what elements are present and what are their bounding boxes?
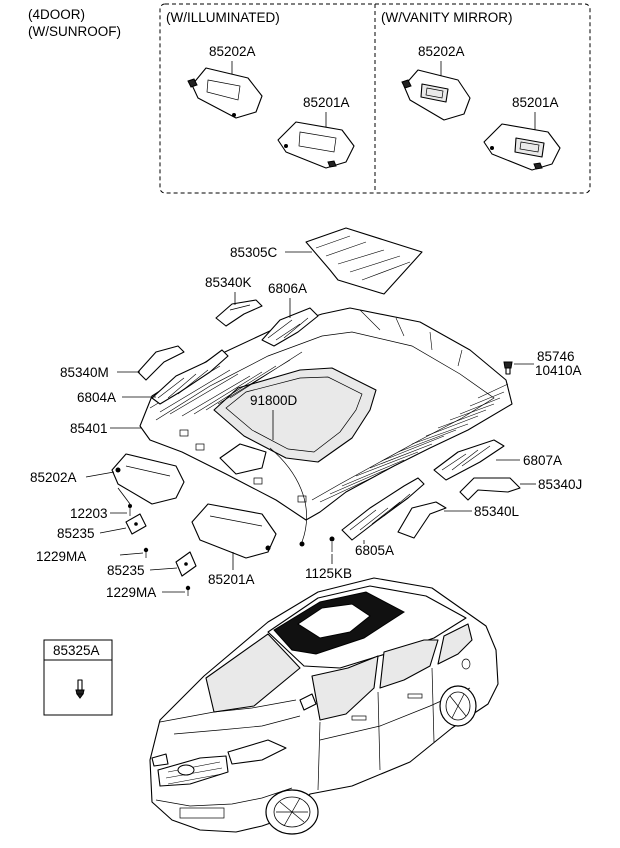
sun-visor-vanity-right (483, 123, 561, 171)
bracket-6805a (341, 477, 425, 541)
inset-box-85325a: 85325A (43, 639, 113, 716)
callout-85305c: 85305C (230, 245, 278, 260)
screw-12203 (128, 504, 132, 516)
header-door-note: (4DOOR) (28, 7, 85, 22)
callout-1125kb: 1125KB (305, 566, 352, 581)
sun-visor-illuminated-right (277, 121, 355, 169)
clip-85746 (503, 361, 513, 375)
assist-handle-85340j (459, 477, 521, 501)
callout-6806a: 6806A (268, 281, 307, 296)
sun-visor-vanity-left (401, 69, 471, 121)
bracket-6807a (433, 439, 505, 481)
callout-illum-85201a: 85201A (303, 95, 350, 110)
callout-85235-lower: 85235 (107, 563, 145, 578)
screw-1229ma-lower (185, 585, 191, 596)
assist-handle-85340m (137, 345, 185, 381)
sunroof-pad (305, 227, 423, 295)
inset-box-label: 85325A (53, 643, 100, 658)
car-illustration (149, 577, 499, 835)
callout-85340l: 85340L (474, 504, 520, 519)
option-illuminated: (W/ILLUMINATED) 85202A 85201A (166, 10, 355, 169)
bracket-6804a (151, 349, 229, 405)
callout-1229ma-upper: 1229MA (36, 549, 86, 564)
sun-visor-driver (111, 453, 185, 505)
callout-85340k: 85340K (205, 275, 252, 290)
assist-handle-85340k (215, 299, 263, 327)
callout-85401: 85401 (70, 421, 108, 436)
hook-85235-lower (175, 551, 197, 577)
bracket-6806a (261, 307, 319, 347)
option-illuminated-title: (W/ILLUMINATED) (166, 10, 280, 25)
assist-handle-85340l (397, 501, 447, 539)
callout-85202a: 85202A (30, 470, 77, 485)
option-vanity-mirror: (W/VANITY MIRROR) 85202A 85201A (381, 10, 561, 171)
callout-85235-upper: 85235 (57, 526, 95, 541)
option-vanity-title: (W/VANITY MIRROR) (381, 10, 513, 25)
sun-visor-passenger (191, 503, 277, 559)
option-box (159, 3, 591, 194)
callout-vanity-85201a: 85201A (512, 95, 559, 110)
sun-visor-illuminated-left (187, 67, 263, 119)
callout-6807a: 6807A (523, 453, 562, 468)
callout-vanity-85202a: 85202A (418, 44, 465, 59)
callout-1229ma-lower: 1229MA (106, 585, 156, 600)
callout-12203: 12203 (70, 506, 108, 521)
screw-1125kb (329, 536, 335, 552)
callout-85340m: 85340M (60, 365, 109, 380)
callout-illum-85202a: 85202A (209, 44, 256, 59)
hook-85235-upper (125, 513, 147, 535)
header-sunroof-note: (W/SUNROOF) (28, 24, 121, 39)
callout-85746: 85746 (537, 349, 575, 364)
callout-85201a: 85201A (208, 572, 255, 587)
callout-10410a: 10410A (535, 363, 582, 378)
screw-1229ma-upper (143, 547, 149, 558)
clip-icon (75, 679, 85, 699)
callout-6804a: 6804A (77, 390, 116, 405)
callout-85340j: 85340J (538, 477, 582, 492)
callout-6805a: 6805A (355, 543, 394, 558)
callout-91800d: 91800D (250, 393, 298, 408)
headliner (139, 307, 513, 547)
